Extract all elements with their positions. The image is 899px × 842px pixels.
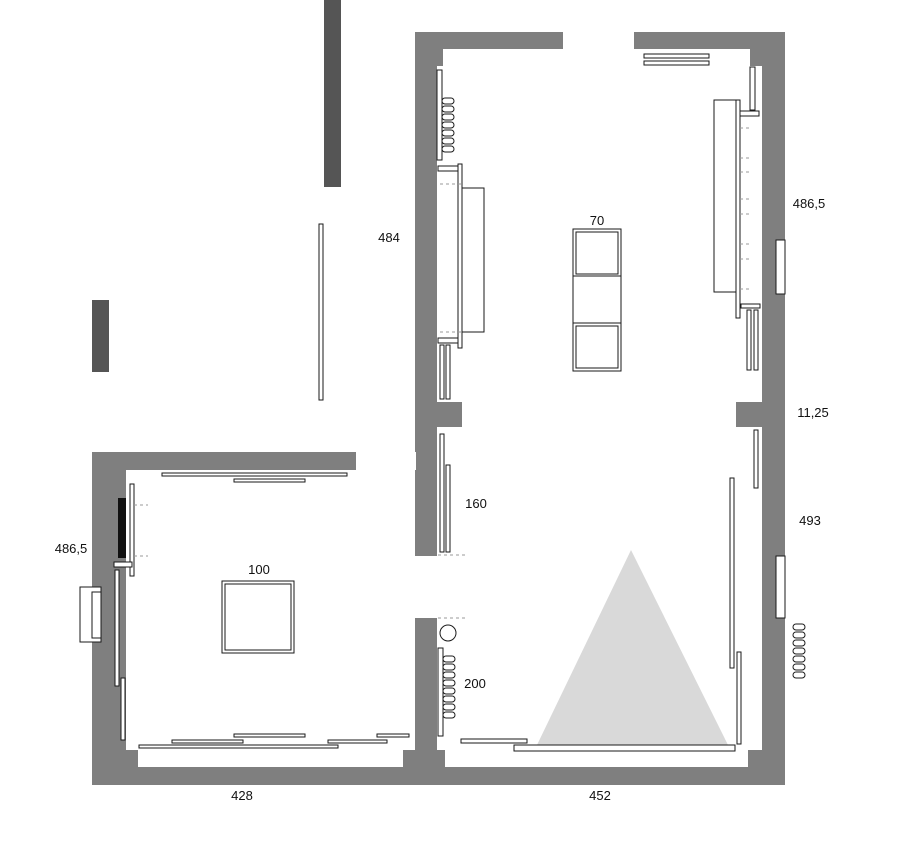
- dim-right-room-bottom-right: 493: [799, 513, 821, 528]
- table-label: 100: [248, 562, 270, 577]
- shelf-left-top-2: [233, 478, 306, 483]
- shelf-top-1: [643, 53, 710, 59]
- window-right-upper: [775, 239, 786, 295]
- dim-right-room-top-right: 486,5: [793, 196, 826, 211]
- shelf-left-bottom-1: [138, 744, 339, 749]
- shelf-left-bottom-2: [171, 739, 244, 744]
- shelf-left-bottom-5: [376, 733, 410, 738]
- panel-opening-b: [445, 464, 451, 553]
- bench-label: 70: [590, 213, 604, 228]
- panel-opening-a: [439, 433, 445, 553]
- table: [221, 580, 295, 654]
- wall-fragment-left: [92, 300, 109, 372]
- dim-right-room-bottom: 452: [589, 788, 611, 803]
- display-unit-left: [437, 163, 485, 400]
- radiator-lower-left: [437, 647, 456, 737]
- dim-opening-lower: 200: [464, 676, 486, 691]
- dim-right-room-left-wall: 484: [378, 230, 400, 245]
- window-right-lower: [775, 555, 786, 619]
- wall-fragment-top: [324, 0, 341, 187]
- panel-bottom-left: [460, 738, 528, 744]
- dark-cabinet: [113, 483, 148, 577]
- bench: [572, 228, 622, 372]
- shelf-left-bottom-4: [327, 739, 388, 744]
- dim-opening-upper: 160: [465, 496, 487, 511]
- shelf-left-bottom-3: [233, 733, 306, 738]
- radiator-upper-left: [436, 69, 455, 161]
- panel-left-wall-a: [114, 569, 120, 687]
- dim-left-room-left: 486,5: [55, 541, 88, 556]
- column-circle: [439, 624, 457, 642]
- dim-right-room-pier: 11,25: [797, 405, 829, 420]
- panel-fragment: [318, 223, 324, 401]
- dim-left-room-bottom: 428: [231, 788, 253, 803]
- projection-cone: [537, 550, 728, 745]
- screen-panel: [513, 744, 736, 752]
- panel-left-wall-b: [120, 677, 126, 741]
- radiator-external-right: [792, 623, 806, 679]
- left-room-walls: [92, 452, 437, 785]
- panel-right-a: [753, 429, 759, 489]
- shelf-left-top-1: [161, 472, 348, 477]
- display-unit-right: [713, 66, 761, 371]
- window-left-pane: [91, 591, 102, 639]
- panel-right-b: [729, 477, 735, 669]
- panel-right-c: [736, 651, 742, 745]
- shelf-top-2: [643, 60, 710, 66]
